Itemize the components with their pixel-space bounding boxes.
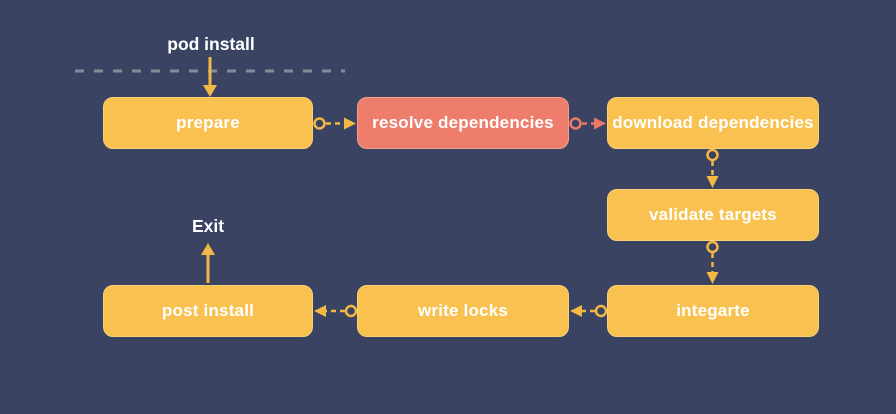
node-resolve-dependencies: resolve dependencies [357, 97, 569, 149]
arrowhead-icon [706, 272, 719, 284]
edge-writelocks-to-postinstall [314, 304, 358, 318]
arrowhead-icon [594, 117, 606, 130]
arrowhead-icon [570, 305, 582, 317]
arrowhead-icon [201, 243, 215, 255]
edge-resolve-to-download [569, 117, 606, 130]
arrowhead-icon [203, 85, 217, 97]
entry-label: pod install [167, 34, 255, 54]
arrowhead-icon [706, 176, 719, 188]
edge-validate-to-integarte [706, 240, 719, 284]
circle-connector-icon [313, 117, 326, 130]
node-download-dependencies: download dependencies [607, 97, 819, 149]
arrowhead-icon [314, 305, 326, 317]
arrowhead-icon [344, 117, 356, 130]
node-post-install: post install [103, 285, 313, 337]
node-validate-targets: validate targets [607, 189, 819, 241]
circle-connector-icon [569, 117, 582, 130]
circle-connector-icon [706, 148, 719, 162]
edge-entry-to-prepare [203, 57, 217, 97]
circle-connector-icon [594, 304, 608, 318]
edge-integarte-to-writelocks [570, 304, 608, 318]
edge-download-to-validate [706, 148, 719, 188]
edge-postinstall-to-exit [201, 243, 215, 283]
edge-prepare-to-resolve [313, 117, 356, 130]
exit-label: Exit [191, 216, 225, 236]
node-prepare: prepare [103, 97, 313, 149]
node-write-locks: write locks [357, 285, 569, 337]
node-integarte: integarte [607, 285, 819, 337]
circle-connector-icon [344, 304, 358, 318]
circle-connector-icon [706, 240, 719, 254]
